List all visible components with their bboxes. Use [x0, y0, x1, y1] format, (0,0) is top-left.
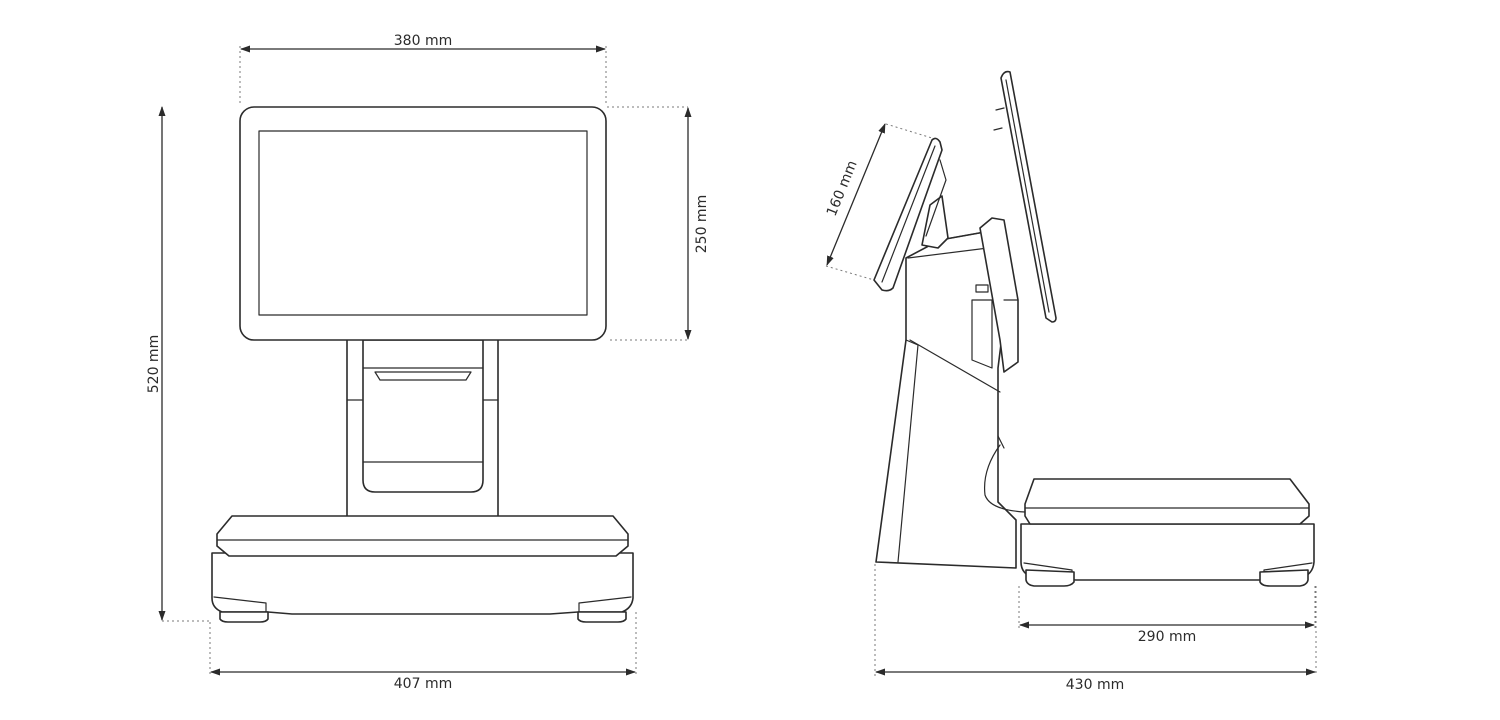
side-main-screen [1000, 70, 1057, 323]
front-screen [239, 106, 607, 341]
front-printer [362, 339, 484, 493]
side-platter [1024, 478, 1310, 525]
side-cable [983, 444, 1026, 513]
front-base [211, 552, 634, 615]
side-screen-bracket [979, 217, 1019, 373]
side-display-arm [921, 195, 949, 249]
front-platter [216, 515, 629, 557]
dim-label-290: 290 mm [1138, 629, 1196, 645]
front-view: 380 mm 520 mm 250 mm 407 mm [146, 33, 710, 692]
dim-label-380: 380 mm [394, 33, 452, 49]
dim-label-407: 407 mm [394, 676, 452, 692]
front-foot-right [577, 611, 627, 623]
side-foot-left [1025, 569, 1075, 587]
front-foot-left [219, 611, 269, 623]
dim-label-160: 160 mm [824, 158, 861, 218]
dim-line-160 [826, 123, 886, 266]
dim-label-250: 250 mm [694, 195, 710, 253]
side-foot-right [1259, 569, 1309, 587]
dim-label-430: 430 mm [1066, 677, 1124, 693]
side-view: 160 mm 290 mm 430 mm [824, 70, 1317, 693]
front-screen-display [258, 130, 588, 316]
dim-label-520: 520 mm [146, 335, 162, 393]
